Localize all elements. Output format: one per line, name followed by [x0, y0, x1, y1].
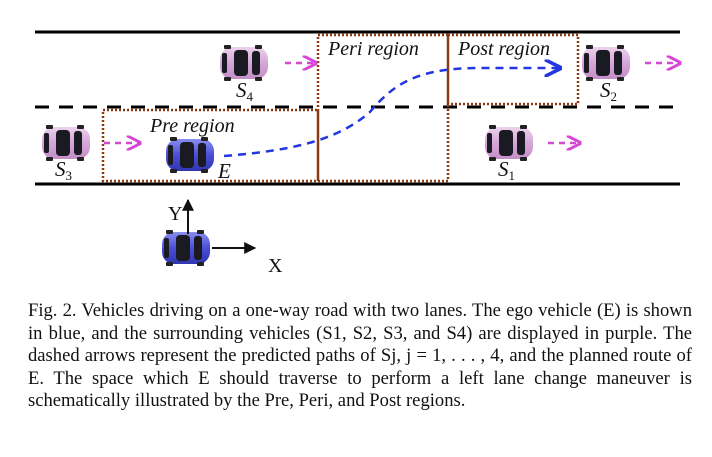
peri-region-box: [316, 33, 450, 183]
post-region-label: Post region: [457, 38, 550, 60]
ego-label: E: [217, 159, 231, 183]
vehicle-s2: [582, 45, 630, 81]
pre-region-label: Pre region: [149, 115, 235, 137]
vehicle-s4: [220, 45, 268, 81]
ego-planned-path: [223, 68, 560, 158]
figure-caption: Fig. 2. Vehicles driving on a one-way ro…: [28, 300, 692, 412]
s2-label: S2: [600, 78, 617, 104]
post-region-box: [446, 33, 580, 106]
x-axis-label: X: [268, 255, 283, 277]
pre-region-box: [101, 108, 320, 183]
y-axis-label: Y: [168, 203, 182, 225]
vehicle-s3: [42, 125, 90, 161]
vehicle-s1: [485, 125, 533, 161]
road-diagram: Pre region Peri region Post region S4 S2…: [35, 30, 712, 277]
coordinate-frame: Y X: [162, 198, 283, 277]
s3-label: S3: [55, 157, 72, 183]
s1-label: S1: [498, 157, 515, 183]
peri-region-label: Peri region: [327, 38, 419, 60]
vehicle-ego: [166, 137, 214, 173]
frame-vehicle: [162, 230, 210, 266]
s4-label: S4: [236, 78, 254, 104]
